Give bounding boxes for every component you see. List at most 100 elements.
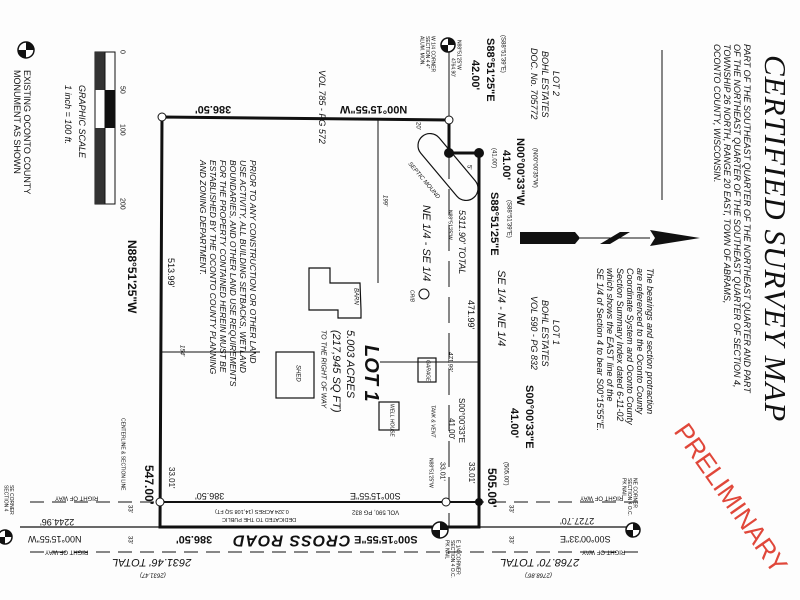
garage-label: GARAGE (424, 360, 431, 382)
north-arrow-icon (520, 230, 700, 246)
scale-tick-100: 100 (118, 124, 126, 136)
inner-length: 199' (381, 195, 388, 207)
b-record: (N00°00'35"W) (531, 148, 538, 188)
monument-icon (440, 37, 456, 53)
vol-785-label: VOL 785 - PG 572 (316, 70, 327, 144)
road-total-right-record: (2768.86') (525, 571, 552, 578)
w-quarter-label: W 1/4 CORNER SECTION 4 4" ALUM. MON. (418, 36, 436, 73)
row-bearing: S00°15'55"E (350, 490, 401, 501)
right-record: (505.00') (502, 462, 509, 486)
left-length: 513.99' (165, 258, 176, 288)
se-corner-label: SE CORNER SECTION 4 (2, 485, 15, 515)
road-right-bearing: S00°00'33"E (560, 533, 611, 544)
scale-tick-0: 0 (118, 50, 126, 54)
offset-right-top: 33' (507, 505, 514, 513)
row-length: 386.50' (195, 490, 225, 501)
mid-length: 471.99' (465, 300, 476, 330)
left-total: 547.00' (142, 465, 157, 505)
well-house-outline (378, 401, 400, 431)
top-length: 386.50' (195, 103, 232, 116)
road-total-right: 2768.70' TOTAL (500, 556, 580, 569)
septic-mound (417, 132, 479, 202)
road-total-left: 2631.46' TOTAL (112, 556, 192, 569)
road-name: CROSS ROAD (232, 531, 351, 549)
tank-label: TANK & VENT (429, 405, 436, 438)
lot-sqft: (217,945 SQ FT) (330, 330, 343, 413)
road-length: 386.50' (176, 533, 213, 546)
d-bearing: S00°00'33"E (523, 385, 536, 449)
scale-ratio: 1 inch = 100 ft. (62, 85, 73, 145)
row-label-right-top: RIGHT OF WAY (580, 494, 624, 501)
a-length: 42.00' (469, 60, 482, 91)
d-length-2: 41.00' (446, 418, 456, 440)
lot-acres: 5.003 ACRES (344, 330, 357, 399)
shed-label: SHED (294, 365, 301, 382)
legal-description: PART OF THE SOUTHEAST QUARTER OF THE NOR… (712, 44, 752, 393)
barn-label: BARN (352, 288, 359, 305)
c-record: (S88°51'39"E) (505, 200, 512, 238)
dedicated-line-2: 0.324 ACRES (14,108 SQ FT) (215, 508, 289, 515)
row-label-right-bottom: RIGHT OF WAY (582, 548, 626, 555)
road-left-length: 2244.96' (40, 516, 75, 527)
road-left-bearing: N00°15'55"W (28, 533, 82, 544)
right-length: 505.00' (485, 468, 500, 508)
section-total: 5311.90' TOTAL (456, 210, 467, 275)
c-bearing: S88°51'25"E (488, 192, 501, 256)
garage-outline (417, 357, 437, 383)
a-record: (S88°51'39"E) (499, 35, 506, 73)
centerline-label: CENTERLINE & SECTION LINE (119, 418, 126, 491)
scale-title: GRAPHIC SCALE (76, 85, 87, 159)
row-label-left-top: RIGHT OF WAY (55, 494, 99, 501)
setback-right: 33.01' (466, 462, 476, 484)
offset-left-bottom: 33' (126, 536, 133, 544)
ne-corner-label: NE CORNER SECTION 4 O.C. PK NAIL (620, 478, 638, 517)
b-bearing: N00°00'33"W (514, 138, 527, 206)
road-bearing: S00°15'55"E (354, 533, 418, 546)
road-total-left-record: (2631.47) (140, 571, 166, 578)
b-length: 41.00' (500, 150, 513, 181)
zoning-note: PRIOR TO ANY CONSTRUCTION OR OTHER LAND … (198, 160, 258, 387)
graphic-scale (94, 51, 116, 205)
bearing-right-small: N88°51'25"W (427, 458, 434, 488)
lot-row-note: TO THE RIGHT OF WAY (319, 330, 327, 409)
road-right-length: 2727.70' (560, 515, 595, 526)
crib-symbol (418, 288, 430, 300)
top-bearing: N00°15'55"W (340, 103, 408, 116)
setback-20: 20' (414, 122, 421, 130)
lot-name: LOT 1 (360, 345, 382, 402)
w-quarter-bearing: N88°51'25"W (455, 40, 462, 70)
lot2-label: LOT 2 BOHL ESTATES DOC. No. 705772 (529, 48, 561, 120)
offset-left-top: 33' (126, 505, 133, 513)
monument-legend-icon (17, 41, 35, 59)
shed-outline (275, 351, 315, 399)
left-bearing: N88°51'25"W (125, 240, 140, 314)
d-bearing-2: S00°00'33"E (456, 398, 466, 443)
well-house-label: WELL HOUSE (388, 404, 395, 437)
quarter-se-ne: SE 1/4 - NE 1/4 (495, 270, 508, 347)
a-bearing: S88°51'25"E (484, 38, 497, 102)
monument-icon (0, 529, 13, 545)
map-title: CERTIFIED SURVEY MAP (758, 55, 794, 423)
offset-right-bottom: 33' (507, 536, 514, 544)
monument-icon (431, 521, 449, 539)
b-length-record: (41.00') (490, 148, 497, 169)
mid-length-2: 471.99' (446, 352, 453, 372)
crib-label: CRIB (408, 290, 415, 302)
inner-length-2: 154' (178, 345, 185, 357)
section-bearing: N88°51'25"W (446, 210, 453, 240)
barn-outline (308, 267, 362, 319)
road-vol: VOL 590, PG 832 (352, 508, 400, 515)
monument-icon (625, 522, 641, 538)
d-length: 41.00' (508, 408, 521, 439)
w-quarter-length: 4764.90' (449, 58, 456, 78)
quarter-ne-se: NE 1/4 - SE 1/4 (420, 205, 433, 282)
setback-5: 5' (465, 165, 472, 170)
lot1-adjacent-label: LOT 1 BOHL ESTATES VOL 590 - PG 832 (529, 296, 561, 370)
scale-tick-50: 50 (118, 86, 126, 94)
setback-left: 33.01' (166, 467, 176, 489)
e-quarter-label: E 1/4 CORNER SECTION 4 O.C. PK NAIL (443, 540, 461, 579)
row-label-left-bottom: RIGHT OF WAY (45, 548, 89, 555)
bearings-note: The bearings and section protraction are… (595, 268, 655, 432)
